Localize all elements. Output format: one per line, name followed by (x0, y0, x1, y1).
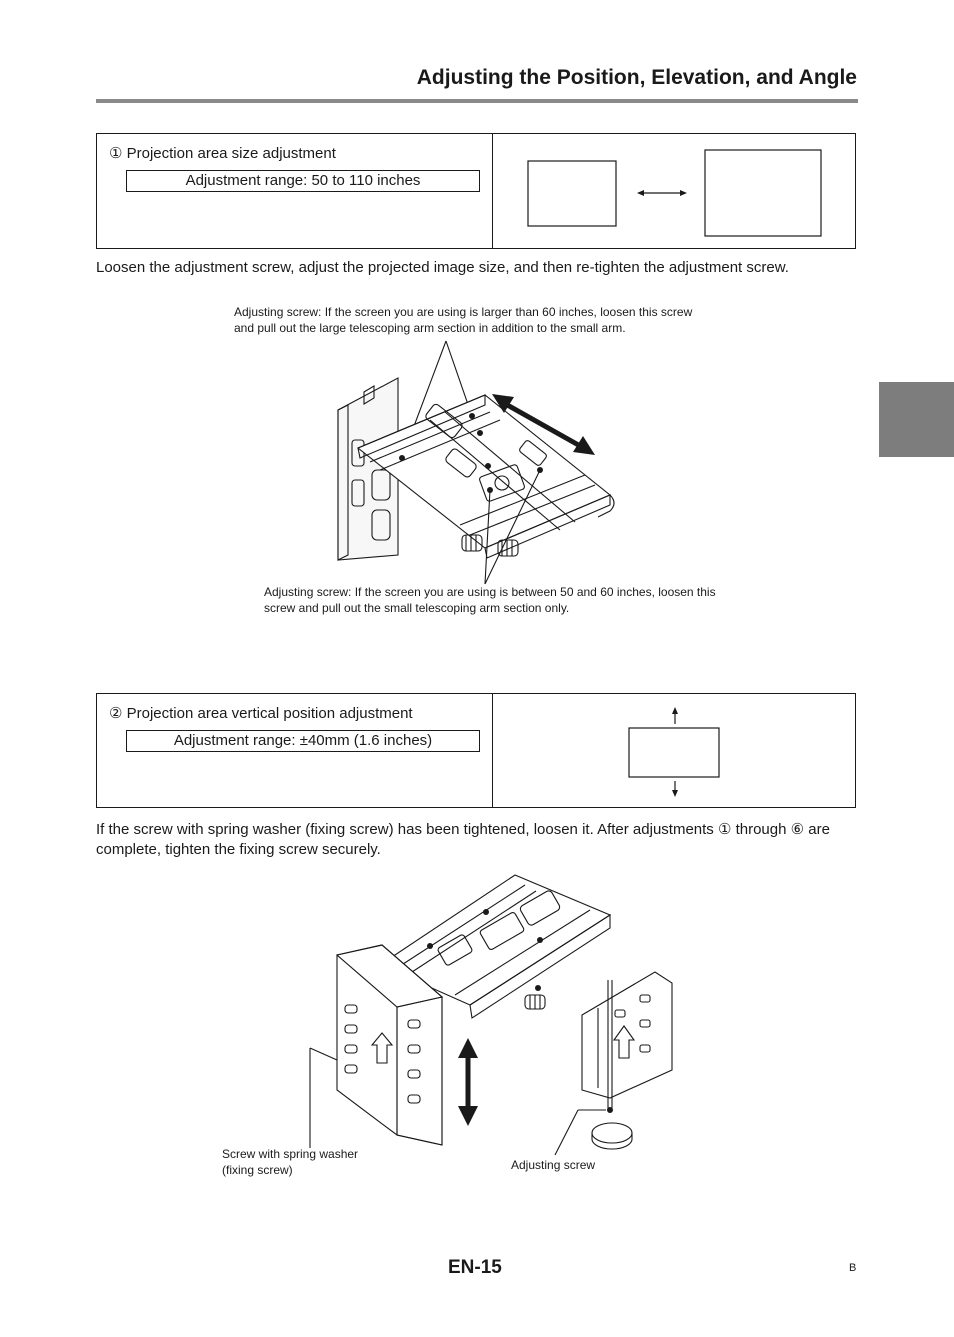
vertical-instruction-text: If the screw with spring washer (fixing … (96, 821, 830, 858)
screen-rect (628, 727, 720, 778)
double-arrow-icon (637, 190, 644, 196)
callout-fixing-screw: Screw with spring washer (fixing screw) (222, 1147, 359, 1177)
callout-adjusting-screw: Adjusting screw (511, 1158, 596, 1172)
small-screen-rect (527, 160, 617, 227)
size-comparison-diagram (527, 149, 822, 237)
callout-large-arm: Adjusting screw: If the screen you are u… (234, 305, 693, 335)
page-code: B (849, 1262, 857, 1274)
page-title: Adjusting the Position, Elevation, and A… (416, 66, 857, 89)
vertical-adjustment-range: Adjustment range: ±40mm (1.6 inches) (126, 730, 480, 752)
large-screen-rect (704, 149, 822, 237)
size-adjustment-box: ① Projection area size adjustment Adjust… (96, 133, 856, 249)
section-tab-marker (879, 382, 954, 457)
vertical-shift-diagram (628, 707, 720, 797)
vertical-adjustment-illustration (309, 874, 673, 1156)
title-rule (96, 99, 858, 103)
size-adjustment-range: Adjustment range: 50 to 110 inches (126, 170, 480, 192)
extend-arrow-icon (492, 394, 595, 455)
callout-small-arm: Adjusting screw: If the screen you are u… (264, 585, 716, 615)
vertical-move-arrow-icon (458, 1038, 478, 1126)
arrow-down-icon (672, 790, 678, 797)
size-adjustment-label: ① Projection area size adjustment (109, 145, 336, 162)
vertical-adjustment-label: ② Projection area vertical position adju… (109, 705, 413, 722)
box-divider (492, 134, 493, 248)
box-divider (492, 694, 493, 807)
page-number: EN-15 (448, 1257, 502, 1278)
arrow-up-icon (672, 707, 678, 714)
telescoping-arm-illustration (337, 340, 615, 585)
size-instruction-text: Loosen the adjustment screw, adjust the … (96, 259, 789, 276)
vertical-adjustment-box: ② Projection area vertical position adju… (96, 693, 856, 808)
